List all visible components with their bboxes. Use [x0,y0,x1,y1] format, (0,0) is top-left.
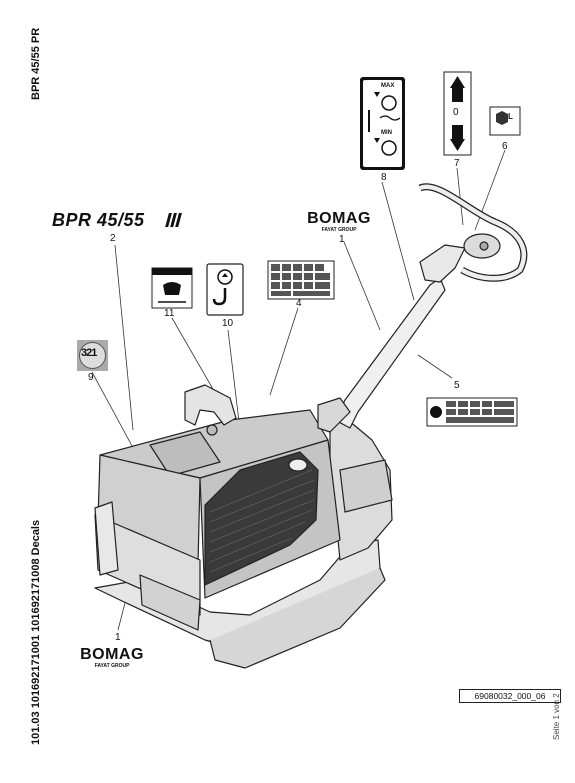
page-info: Seite 1 von 2 [552,693,561,740]
callout-number: 7 [454,158,460,169]
compactor-machine [94,183,528,669]
decal-warning-crush [151,267,193,309]
decal-min-label: MIN [381,130,392,136]
decal-model-text: BPR 45/55 [52,210,145,230]
decal-direction-arrow [443,71,472,156]
decal-round-badge-text: 321 [81,347,97,359]
decal-max-label: MAX [381,83,395,89]
decal-side-sheet [426,397,518,427]
decal-speed-max-min [360,77,405,170]
callout-number: 8 [381,172,387,183]
brand-subtitle: FAYAT GROUP [321,227,357,233]
brand-name: BOMAG [307,210,371,227]
callout-number: 1 [115,632,121,643]
brand-logo-top: BOMAG FAYAT GROUP [305,210,373,234]
callout-number: 6 [502,141,508,152]
callout-number: 9 [88,372,94,383]
brand-name: BOMAG [80,646,144,663]
callout-number: 5 [454,380,460,391]
decal-instruction-sheet [267,260,335,300]
drawing-number: 69080032_000_06 [459,689,561,703]
decal-arrow-value: 0 [453,107,459,118]
brand-subtitle: FAYAT GROUP [94,663,130,669]
decal-round-badge [77,340,108,371]
callout-number: 11 [164,308,175,319]
callout-number: 1 [339,234,345,245]
leader-lines [91,149,506,631]
decal-small-code: L [508,112,513,121]
decal-model [52,209,182,229]
decal-small-label [489,106,521,136]
brand-logo-bottom: BOMAG FAYAT GROUP [78,646,146,670]
callout-number: 2 [110,233,116,244]
decal-lifting-hook [206,263,244,316]
callout-number: 10 [222,318,234,329]
callout-number: 4 [296,298,302,309]
